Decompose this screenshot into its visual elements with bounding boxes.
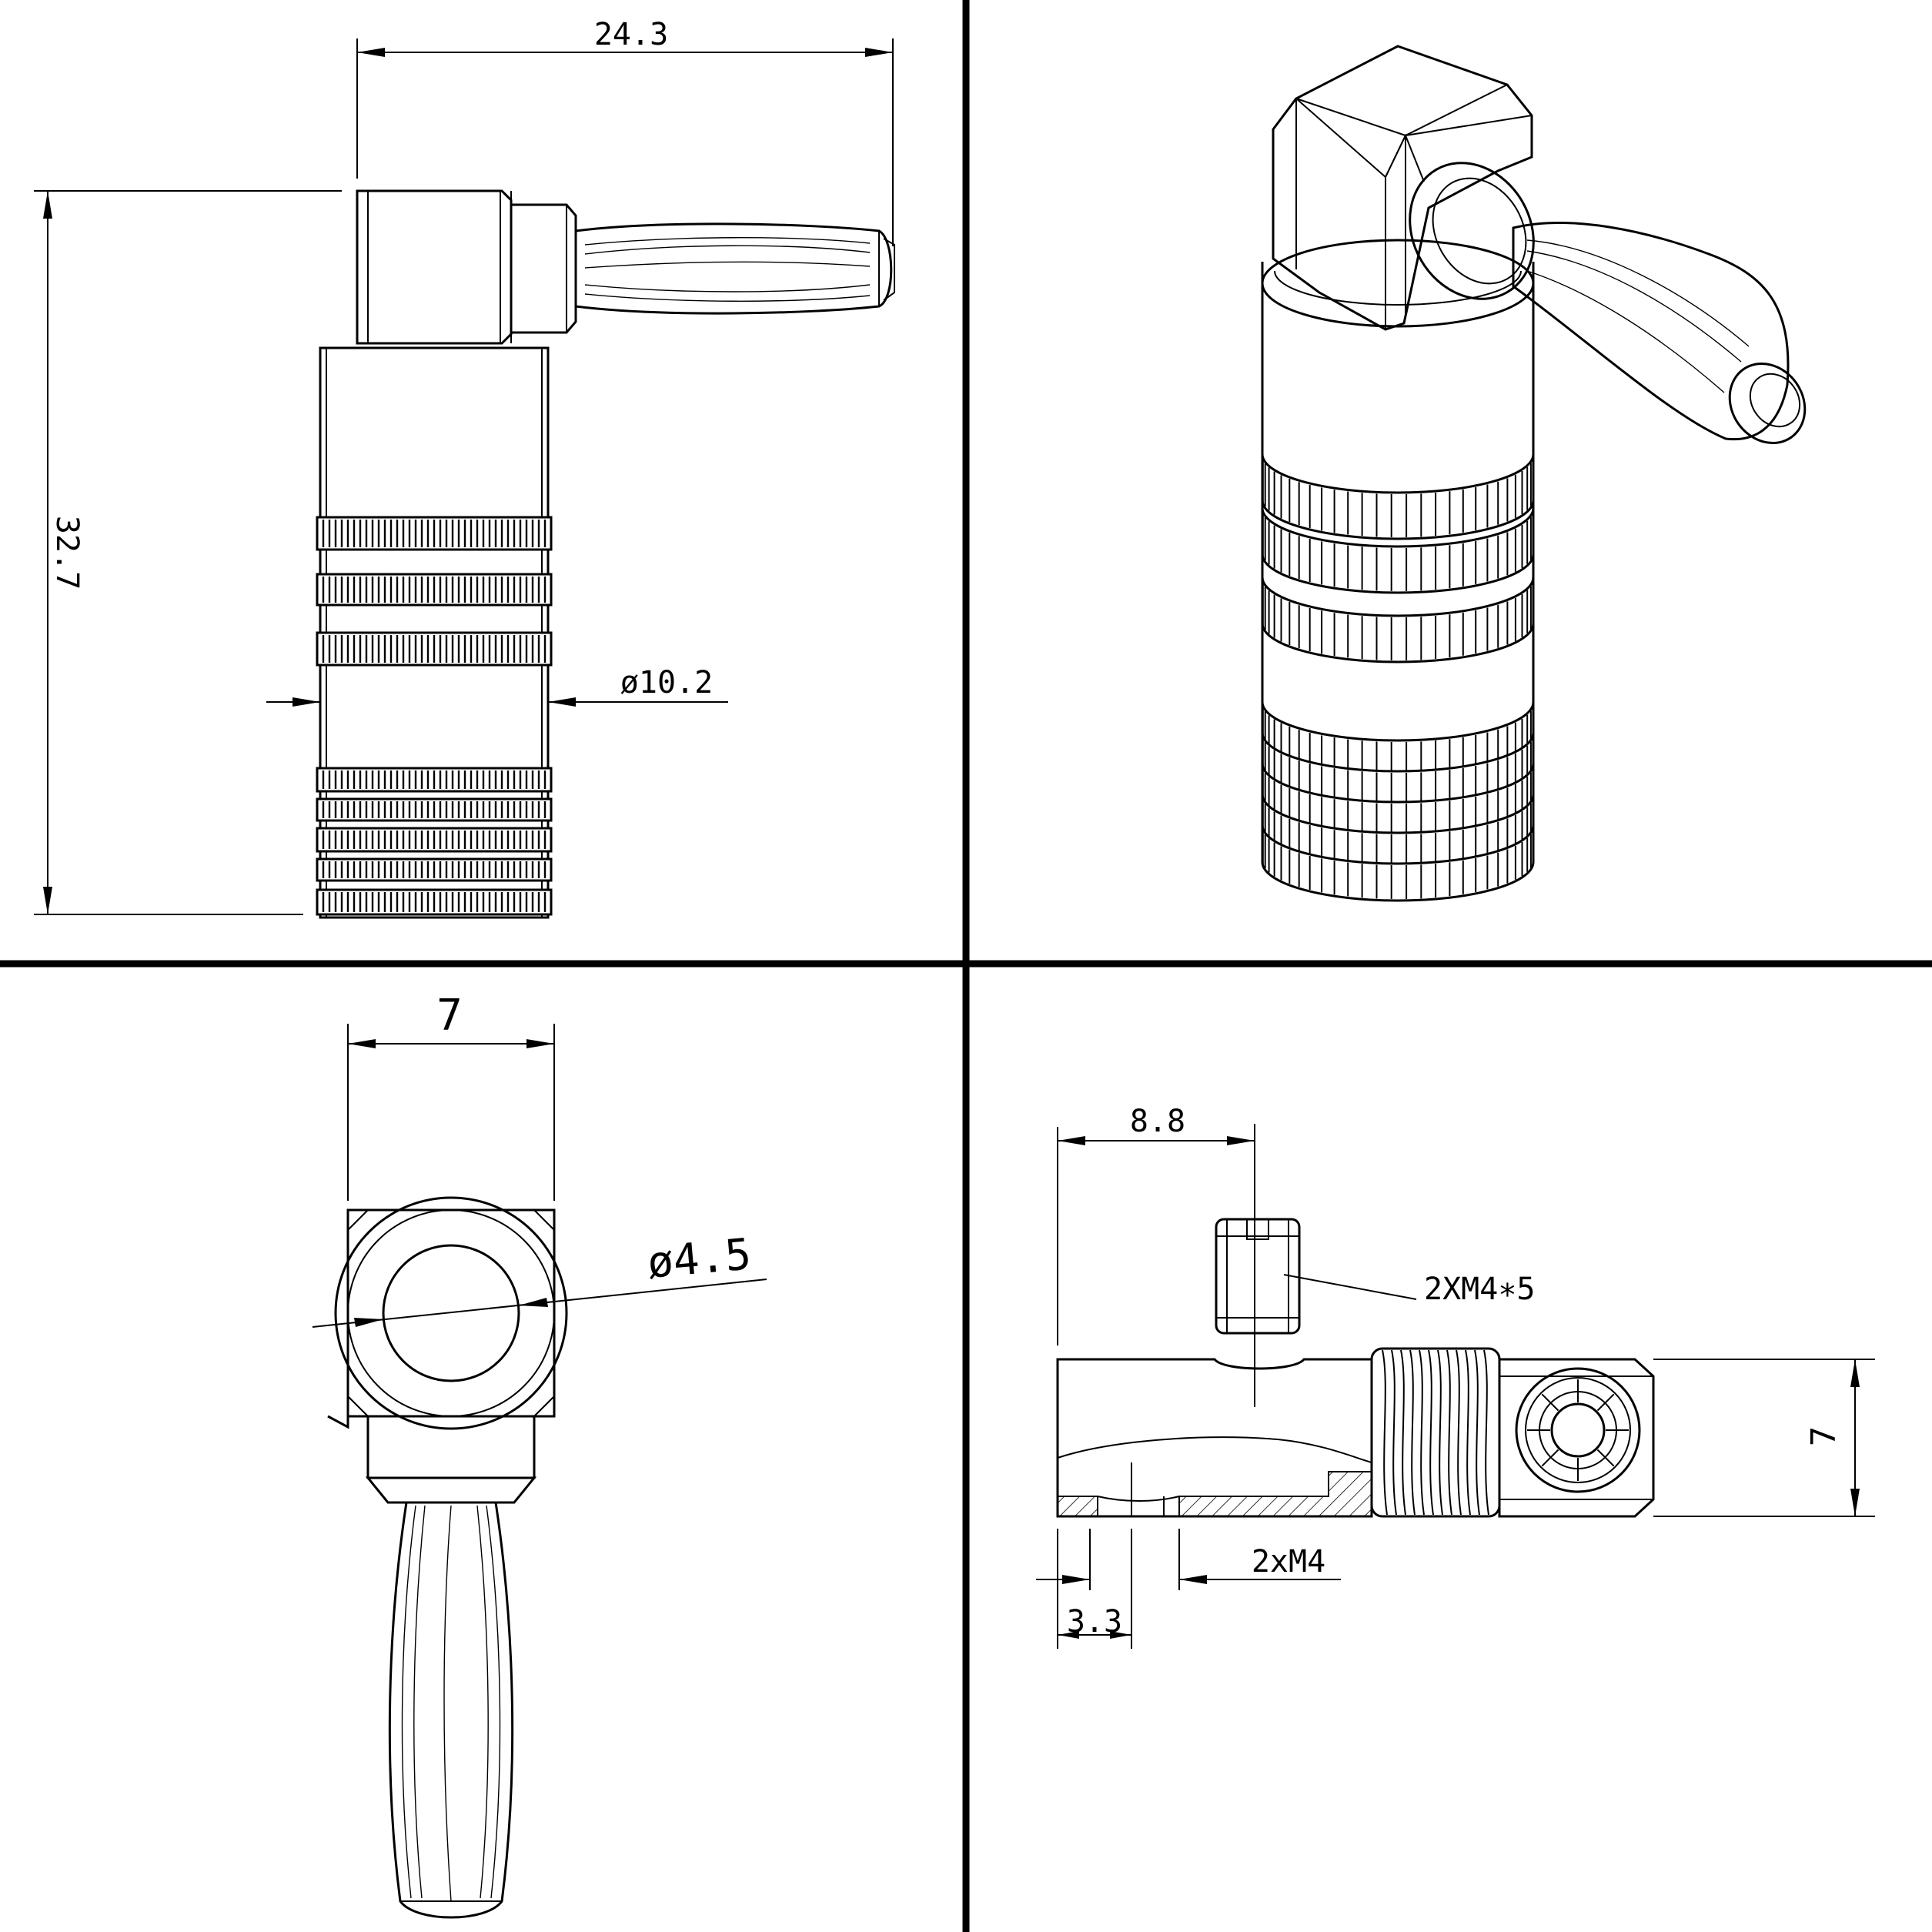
side-head: [356, 189, 513, 345]
iso-hex-head: [1272, 45, 1533, 331]
screw-callout: 2XM4∗5: [1283, 1272, 1536, 1307]
side-banana-pin: [574, 222, 895, 315]
knurl-band: [316, 573, 553, 607]
screw-callout-label: 2XM4∗5: [1424, 1272, 1536, 1307]
knurl-ring: [1261, 824, 1535, 902]
top-banana-pin: [388, 1501, 514, 1919]
dim-offset-label: 8.8: [1130, 1104, 1185, 1139]
iso-collar: [1409, 162, 1535, 300]
knurl-band: [316, 857, 553, 882]
dim-section-height-label: 7: [1804, 1426, 1843, 1447]
dim-top-diameter-4-5: ø4.5: [312, 1229, 767, 1328]
section-body: [1056, 1358, 1373, 1518]
knurl-band: [316, 516, 553, 551]
dim-section-height-7: 7: [1653, 1359, 1875, 1517]
top-view: 7 ø4.5: [312, 991, 767, 1919]
dim-top-width-7: 7: [347, 991, 555, 1201]
dim-diameter-label: ø10.2: [620, 665, 713, 700]
dim-gap-3-3: 3.3: [1058, 1604, 1131, 1640]
knurl-band: [316, 767, 553, 793]
side-knurl-bands: [316, 516, 553, 916]
dim-top-width-label: 7: [436, 991, 463, 1041]
side-view: 24.3 32.7 ø10.2: [34, 17, 895, 919]
dim-gap-label: 3.3: [1067, 1604, 1122, 1640]
dim-offset-8-8: 8.8: [1057, 1104, 1255, 1407]
knurl-ring: [1261, 507, 1535, 594]
dim-thread-2xm4: 2xM4: [1036, 1529, 1341, 1649]
iso-banana-pin: [1512, 222, 1807, 445]
section-square-end: [1498, 1358, 1655, 1518]
set-screw: [1215, 1218, 1301, 1335]
socket-slots: [1527, 1379, 1629, 1481]
iso-knurl-bands: [1261, 453, 1535, 902]
knurl-band: [316, 888, 553, 916]
top-neck: [365, 1415, 537, 1504]
knurl-band: [316, 797, 553, 822]
dim-width-label: 24.3: [594, 17, 668, 52]
section-thread: [1370, 1347, 1501, 1518]
dim-width-24-3: 24.3: [356, 17, 894, 246]
dim-height-label: 32.7: [49, 516, 85, 590]
thread-grooves: [1382, 1349, 1489, 1516]
section-view: 8.8 2XM4∗5 7 2xM4: [1036, 1104, 1875, 1649]
dim-thread-label: 2xM4: [1252, 1544, 1325, 1579]
dim-height-32-7: 32.7: [34, 190, 342, 915]
iso-view: [1261, 45, 1807, 902]
dim-diameter-10-2: ø10.2: [266, 665, 728, 707]
dim-top-diameter-label: ø4.5: [645, 1229, 753, 1289]
knurl-ring: [1261, 453, 1535, 540]
knurl-band: [316, 827, 553, 853]
side-pin-collar: [510, 203, 577, 334]
knurl-band: [316, 631, 553, 667]
knurl-ring: [1261, 577, 1535, 663]
